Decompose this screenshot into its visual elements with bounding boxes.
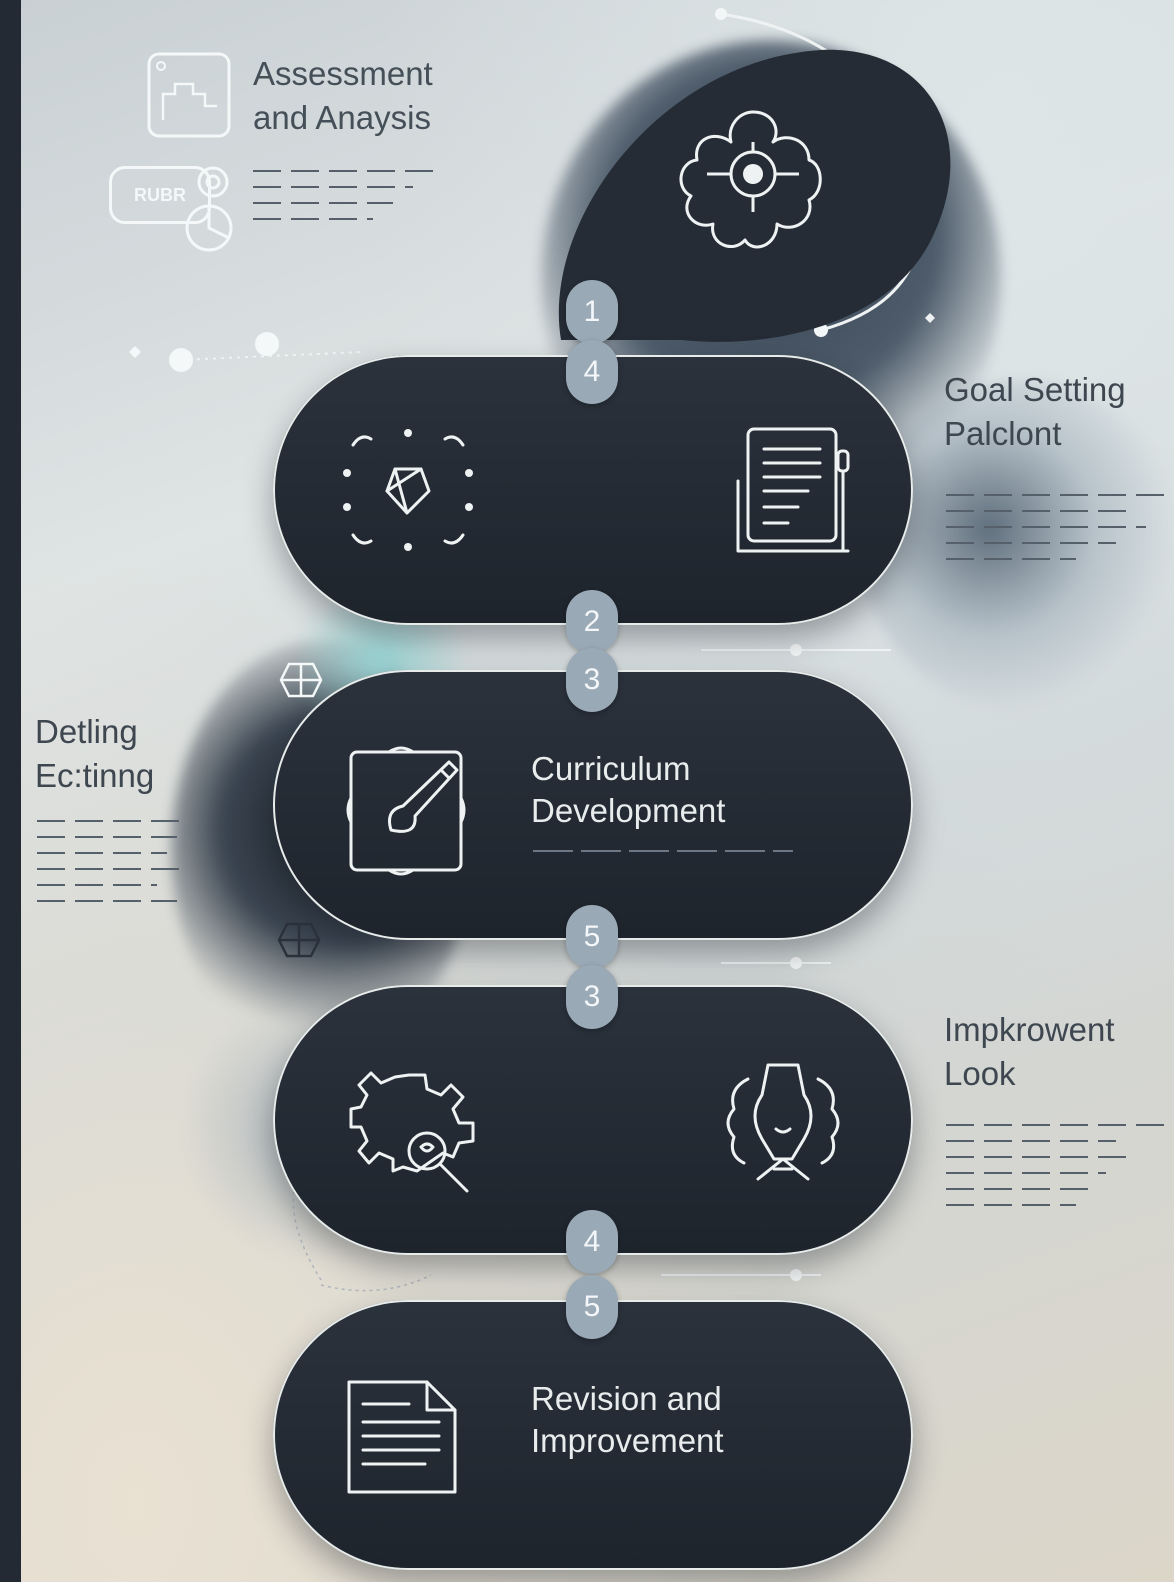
step-number-badge: 1 [566, 280, 618, 344]
step-number-badge: 4 [566, 1210, 618, 1274]
gear-flower-icon [679, 110, 822, 249]
step-number-badge: 5 [566, 1275, 618, 1339]
step-number-badge: 4 [566, 340, 618, 404]
step-title-curriculum: Curriculum Development [531, 750, 726, 829]
step-underline [533, 850, 793, 852]
step-card-4: Revision and Improvement [273, 1300, 913, 1570]
detailing-line2: Ec:tinng [35, 757, 155, 794]
step-number-badge: 3 [566, 965, 618, 1029]
step-card-2: Curriculum Development [273, 670, 913, 940]
assessment-label-line1: Assessment [253, 55, 433, 92]
improvement-look-line2: Look [944, 1055, 1016, 1092]
step-number-badge: 5 [566, 905, 618, 969]
assessment-label-line2: and Anaysis [253, 99, 431, 136]
step-card-3 [273, 985, 913, 1255]
hexagon-grid-icon [279, 662, 323, 698]
target-cube-icon [343, 429, 473, 551]
goal-setting-line1: Goal Setting [944, 371, 1126, 408]
hexagon-grid-icon [277, 922, 321, 958]
goal-setting-line2: Palclont [944, 415, 1062, 452]
assessment-label: Assessment and Anaysis [253, 52, 433, 140]
assessment-text-lines [253, 170, 433, 234]
step-title-revision: Revision and Improvement [531, 1380, 724, 1459]
step-number-badge: 3 [566, 648, 618, 712]
document-list-icon [736, 427, 850, 553]
puzzle-pencil-icon [346, 746, 466, 876]
step-number-badge: 2 [566, 590, 618, 654]
detailing-text-lines [37, 820, 187, 916]
infographic-canvas: Assessment and Anaysis RUBR [21, 0, 1174, 1582]
improvement-look-line1: Impkrowent [944, 1011, 1115, 1048]
document-icon [347, 1380, 457, 1494]
target-pie-icon [185, 166, 233, 252]
improvement-look-text-lines [946, 1124, 1166, 1220]
goal-setting-text-lines [946, 494, 1166, 574]
chart-frame-icon [147, 52, 231, 138]
rubric-badge-text: RUBR [134, 185, 186, 205]
detailing-line1: Detling [35, 713, 138, 750]
background-swoosh [861, 380, 1174, 710]
goal-setting-label: Goal Setting Palclont [944, 368, 1126, 456]
lightbulb-brain-icon [726, 1063, 840, 1181]
improvement-look-label: Impkrowent Look [944, 1008, 1115, 1096]
detailing-label: Detling Ec:tinng [35, 710, 154, 798]
gear-magnifier-icon [349, 1071, 475, 1193]
